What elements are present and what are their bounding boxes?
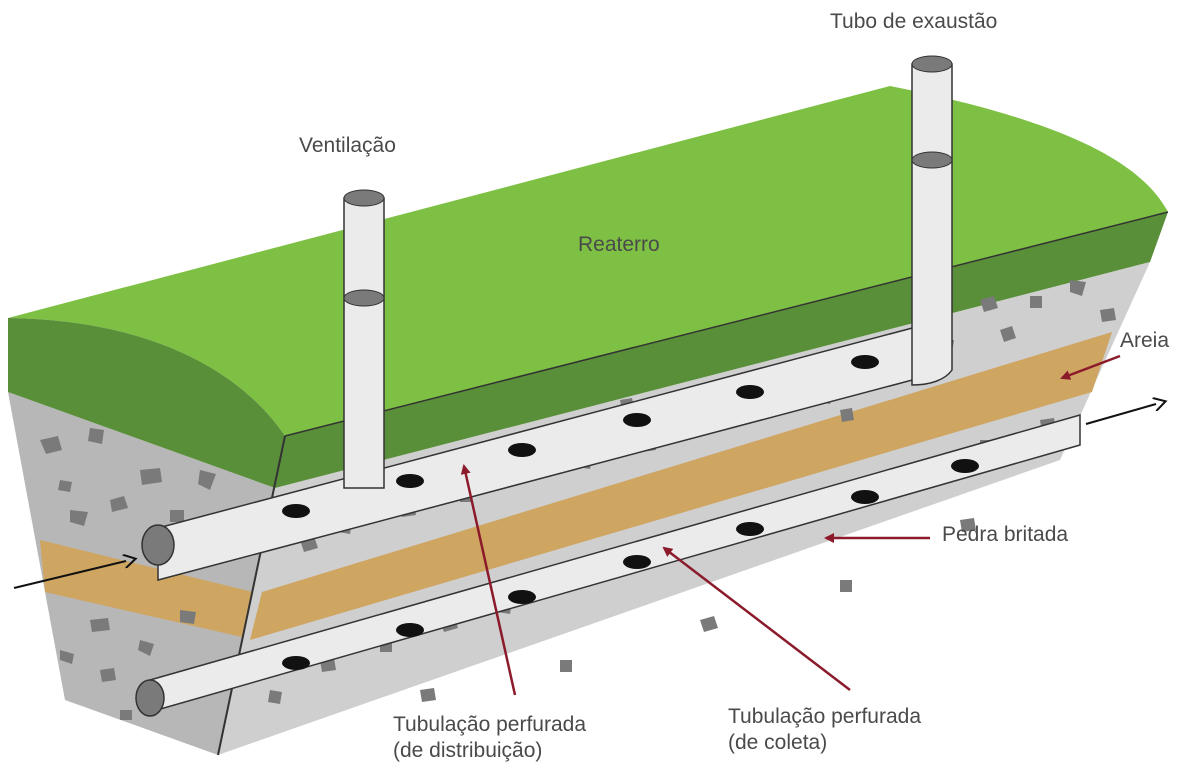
inflow-arrow	[13, 561, 126, 589]
collection-pipe	[135, 414, 1081, 717]
outflow-arrow	[1085, 404, 1156, 425]
crushed-stone-label: Pedra britada	[942, 523, 1069, 546]
collection-pipe-label-line1: Tubulação perfurada	[728, 705, 922, 728]
distribution-pipe-label-line2: (de distribuição)	[393, 739, 543, 762]
end-dome	[8, 318, 285, 488]
exhaust-pipe-label: Tubo de exaustão	[830, 10, 998, 33]
collection-pipe-holes	[282, 459, 979, 670]
collection-pipe-label: Tubulação perfurada (de coleta)	[728, 704, 921, 756]
sand-label: Areia	[1120, 329, 1170, 352]
distribution-pipe-label-line1: Tubulação perfurada	[393, 713, 587, 736]
exhaust-pipe	[911, 55, 953, 386]
distribution-pipe-label: Tubulação perfurada (de distribuição)	[393, 712, 586, 764]
front-face-sand	[250, 332, 1112, 640]
top-edge-line	[284, 211, 1169, 437]
backfill-label: Reaterro	[578, 233, 660, 256]
ventilation-pipe	[343, 189, 385, 489]
front-edge-line	[217, 435, 286, 756]
collection-pipe-pointer	[662, 546, 851, 691]
distribution-pipe-holes	[282, 355, 879, 518]
collection-pipe-label-line2: (de coleta)	[728, 731, 828, 754]
grass-top	[8, 86, 1168, 436]
sand-pointer	[1060, 354, 1121, 380]
end-face-sand	[40, 540, 265, 640]
ventilation-label: Ventilação	[299, 134, 396, 157]
distribution-pipe-pointer	[460, 464, 517, 696]
